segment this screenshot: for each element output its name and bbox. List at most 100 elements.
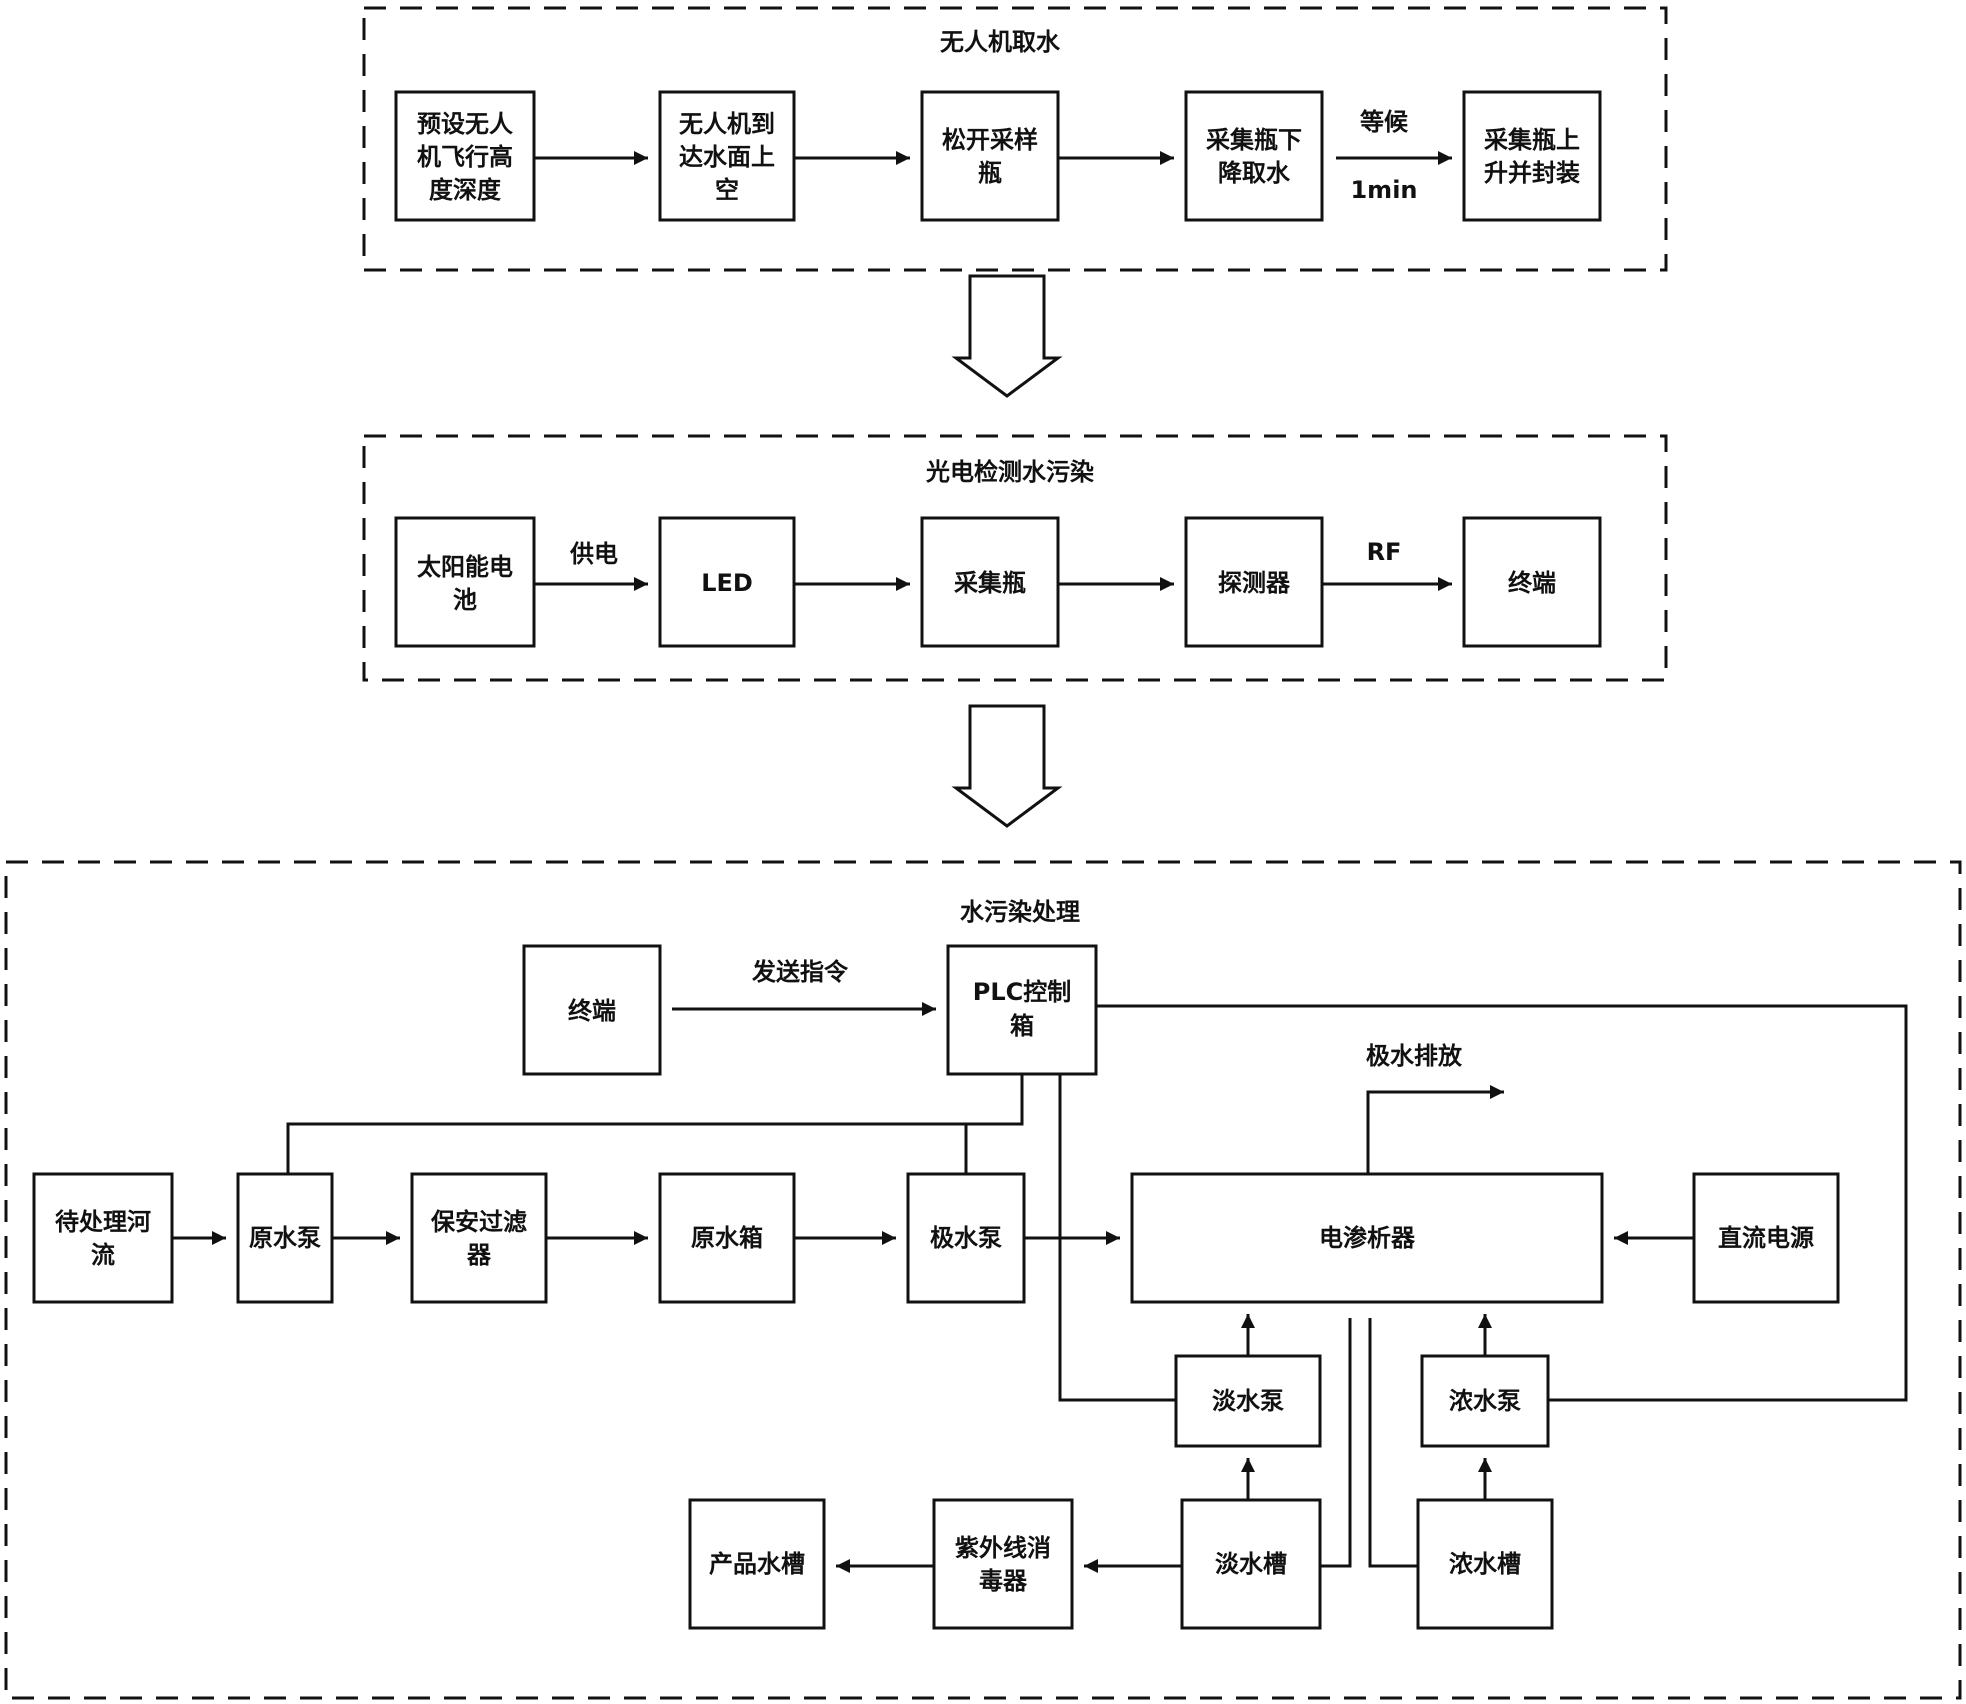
drone-section-title: 无人机取水: [940, 28, 1061, 56]
box-lower-bottle: 采集瓶下 降取水: [1184, 90, 1324, 222]
box-preset-line-2: 机飞行高: [417, 143, 513, 171]
box-product-water-tank: 产品水槽: [688, 1498, 826, 1630]
arrowheads: [212, 151, 1628, 1573]
arrow-electrode-discharge: [1366, 1090, 1504, 1174]
arrow-lower-to-raise-head: [1438, 151, 1452, 165]
box-terminal-detect-label: 终端: [1508, 569, 1556, 597]
line-edr-to-conc-tank: [1368, 1318, 1418, 1568]
label-power-supply: 供电: [569, 540, 618, 568]
box-release-bottle: 松开采样 瓶: [920, 90, 1060, 222]
arrow-bottle-to-detector-head: [1160, 577, 1174, 591]
box-detector-label: 探测器: [1218, 569, 1291, 597]
arrow-terminal-to-plc-head: [922, 1002, 936, 1016]
arrow-uv-to-product-tank-head: [836, 1559, 850, 1573]
box-raw-water-pump: 原水泵: [236, 1172, 334, 1304]
arrow-dilute-tank-to-pump-head: [1241, 1458, 1255, 1472]
arrow-river-to-pump-head: [212, 1231, 226, 1245]
drone-section-frame: [362, 6, 1668, 272]
line-edr-to-dilute-tank: [1320, 1318, 1352, 1568]
box-river-line-1: 待处理河: [55, 1208, 151, 1236]
box-conc-pump-label: 浓水泵: [1449, 1387, 1521, 1415]
arrow-led-to-bottle-head: [896, 577, 910, 591]
section-transition-arrow-1: [951, 274, 1063, 398]
arrow-release-to-lower-head: [1160, 151, 1174, 165]
box-raw-pump-label: 原水泵: [249, 1224, 321, 1252]
box-arrive-line-1: 无人机到: [679, 110, 775, 138]
label-wait-time: 1min: [1350, 176, 1417, 204]
box-led: LED: [658, 516, 796, 648]
box-conc-tank-label: 浓水槽: [1449, 1550, 1521, 1578]
box-raise-line-2: 升并封装: [1484, 159, 1580, 187]
box-terminal-treat-label: 终端: [568, 997, 616, 1025]
arrow-conc-tank-to-pump-head: [1478, 1458, 1492, 1472]
box-product-tank-label: 产品水槽: [709, 1550, 805, 1578]
box-edr-label: 电渗析器: [1319, 1224, 1416, 1252]
box-release-line-2: 瓶: [978, 159, 1002, 187]
box-security-filter: 保安过滤 器: [410, 1172, 548, 1304]
box-solar-line-1: 太阳能电: [417, 553, 513, 581]
label-rf: RF: [1367, 538, 1402, 566]
box-dc-power-label: 直流电源: [1718, 1224, 1814, 1252]
box-river: 待处理河 流: [32, 1172, 174, 1304]
label-send-command: 发送指令: [751, 958, 849, 986]
box-conc-water-tank: 浓水槽: [1416, 1498, 1554, 1630]
box-release-line-1: 松开采样: [942, 126, 1038, 154]
arrow-dc-to-edr-head: [1614, 1231, 1628, 1245]
box-electrode-pump-label: 极水泵: [930, 1224, 1002, 1252]
treat-section-title: 水污染处理: [960, 898, 1080, 926]
arrow-filter-to-tank-head: [634, 1231, 648, 1245]
box-arrive-line-3: 空: [715, 176, 739, 204]
arrow-dilute-tank-to-uv-head: [1084, 1559, 1098, 1573]
arrow-electrode-discharge-head: [1490, 1085, 1504, 1099]
box-raise-seal: 采集瓶上 升并封装: [1462, 90, 1602, 222]
box-raw-water-tank: 原水箱: [658, 1172, 796, 1304]
box-solar-line-2: 池: [453, 586, 477, 614]
box-led-label: LED: [701, 569, 753, 597]
label-discharge: 极水排放: [1366, 1042, 1463, 1070]
box-dilute-tank-label: 淡水槽: [1215, 1550, 1287, 1578]
box-lower-line-1: 采集瓶下: [1206, 126, 1302, 154]
line-plc-to-raw-pump: [286, 1074, 1024, 1174]
line-plc-to-conc-pump: [1096, 1004, 1908, 1402]
arrow-solar-to-led-head: [634, 577, 648, 591]
box-dilute-water-pump: 淡水泵: [1174, 1354, 1322, 1448]
arrow-dilute-pump-to-edr-head: [1241, 1314, 1255, 1328]
box-preset-line-1: 预设无人: [417, 110, 513, 138]
arrow-electrode-pump-to-edr-head: [1106, 1231, 1120, 1245]
box-preset-flight: 预设无人 机飞行高 度深度: [394, 90, 536, 222]
arrow-preset-to-arrive-head: [634, 151, 648, 165]
box-arrive-line-2: 达水面上: [679, 143, 775, 171]
treat-section-frame: [4, 860, 1962, 1700]
box-plc-control: PLC控制 箱: [946, 944, 1098, 1076]
arrow-arrive-to-release-head: [896, 151, 910, 165]
box-dilute-pump-label: 淡水泵: [1212, 1387, 1284, 1415]
box-electrodialyzer: 电渗析器: [1130, 1172, 1604, 1304]
box-plc-line-1: PLC控制: [973, 978, 1072, 1006]
box-detector: 探测器: [1184, 516, 1324, 648]
box-lower-line-2: 降取水: [1218, 159, 1291, 187]
box-drone-arrive: 无人机到 达水面上 空: [658, 90, 796, 222]
line-plc-to-dilute-pump: [1058, 1074, 1176, 1402]
box-collection-bottle: 采集瓶: [920, 516, 1060, 648]
box-river-line-2: 流: [91, 1241, 115, 1269]
box-raise-line-1: 采集瓶上: [1484, 126, 1580, 154]
box-terminal-detect: 终端: [1462, 516, 1602, 648]
box-uv-line-2: 毒器: [979, 1567, 1028, 1595]
box-uv-line-1: 紫外线消: [955, 1534, 1051, 1562]
box-dc-power: 直流电源: [1692, 1172, 1840, 1304]
box-filter-line-2: 器: [466, 1241, 492, 1269]
arrow-conc-pump-to-edr-head: [1478, 1314, 1492, 1328]
box-filter-line-1: 保安过滤: [430, 1208, 527, 1236]
box-preset-line-3: 度深度: [429, 176, 502, 204]
box-electrode-water-pump: 极水泵: [906, 1172, 1026, 1304]
arrow-tank-to-electrode-pump-head: [882, 1231, 896, 1245]
box-plc-line-2: 箱: [1010, 1012, 1034, 1040]
box-solar-cell: 太阳能电 池: [394, 516, 536, 648]
box-uv-disinfector: 紫外线消 毒器: [932, 1498, 1074, 1630]
detect-section-frame: [362, 434, 1668, 682]
box-terminal-treat: 终端: [522, 944, 662, 1076]
box-bottle-label: 采集瓶: [954, 569, 1026, 597]
detect-section-title: 光电检测水污染: [925, 458, 1094, 486]
section-transition-arrow-2: [951, 704, 1063, 828]
label-wait: 等候: [1360, 108, 1409, 136]
